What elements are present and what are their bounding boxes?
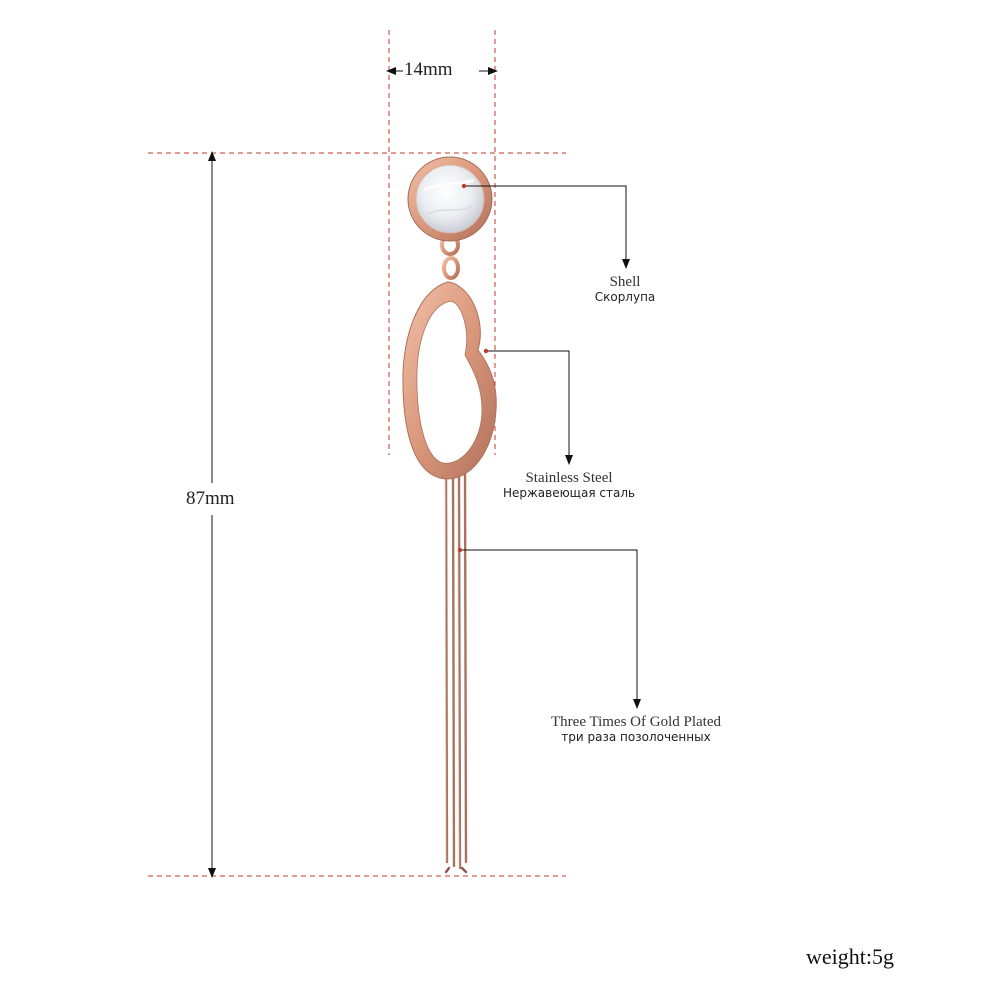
shell-dot: [461, 183, 467, 189]
callout-steel: Stainless Steel Нержавеющая сталь: [489, 470, 649, 501]
callout-shell-en: Shell: [609, 274, 641, 290]
callout-leaders: [460, 185, 641, 709]
callout-plating: Three Times Of Gold Plated три раза позо…: [518, 714, 754, 745]
weight-label: weight:5g: [806, 944, 894, 969]
callout-shell: Shell Скорлупа: [575, 274, 675, 305]
dimension-arrows: [208, 67, 498, 878]
plating-leader: [460, 549, 641, 709]
callout-dots: [457, 183, 489, 553]
shell-leader: [464, 185, 630, 269]
steel-leader: [486, 350, 573, 465]
connector-loop: [440, 234, 460, 280]
width-dimension-label: 14mm: [404, 59, 453, 80]
dimension-guides: [148, 30, 566, 877]
callout-steel-en: Stainless Steel: [525, 470, 613, 486]
callout-plating-en: Three Times Of Gold Plated: [551, 714, 721, 730]
plating-dot: [457, 547, 463, 553]
steel-dot: [483, 348, 489, 354]
callout-steel-ru: Нержавеющая сталь: [502, 486, 636, 501]
oval-ring: [402, 281, 497, 480]
length-dimension-label: 87mm: [186, 488, 235, 509]
shell-stud: [407, 156, 493, 242]
callout-plating-ru: три раза позолоченных: [561, 730, 711, 745]
callout-shell-ru: Скорлупа: [594, 290, 656, 305]
